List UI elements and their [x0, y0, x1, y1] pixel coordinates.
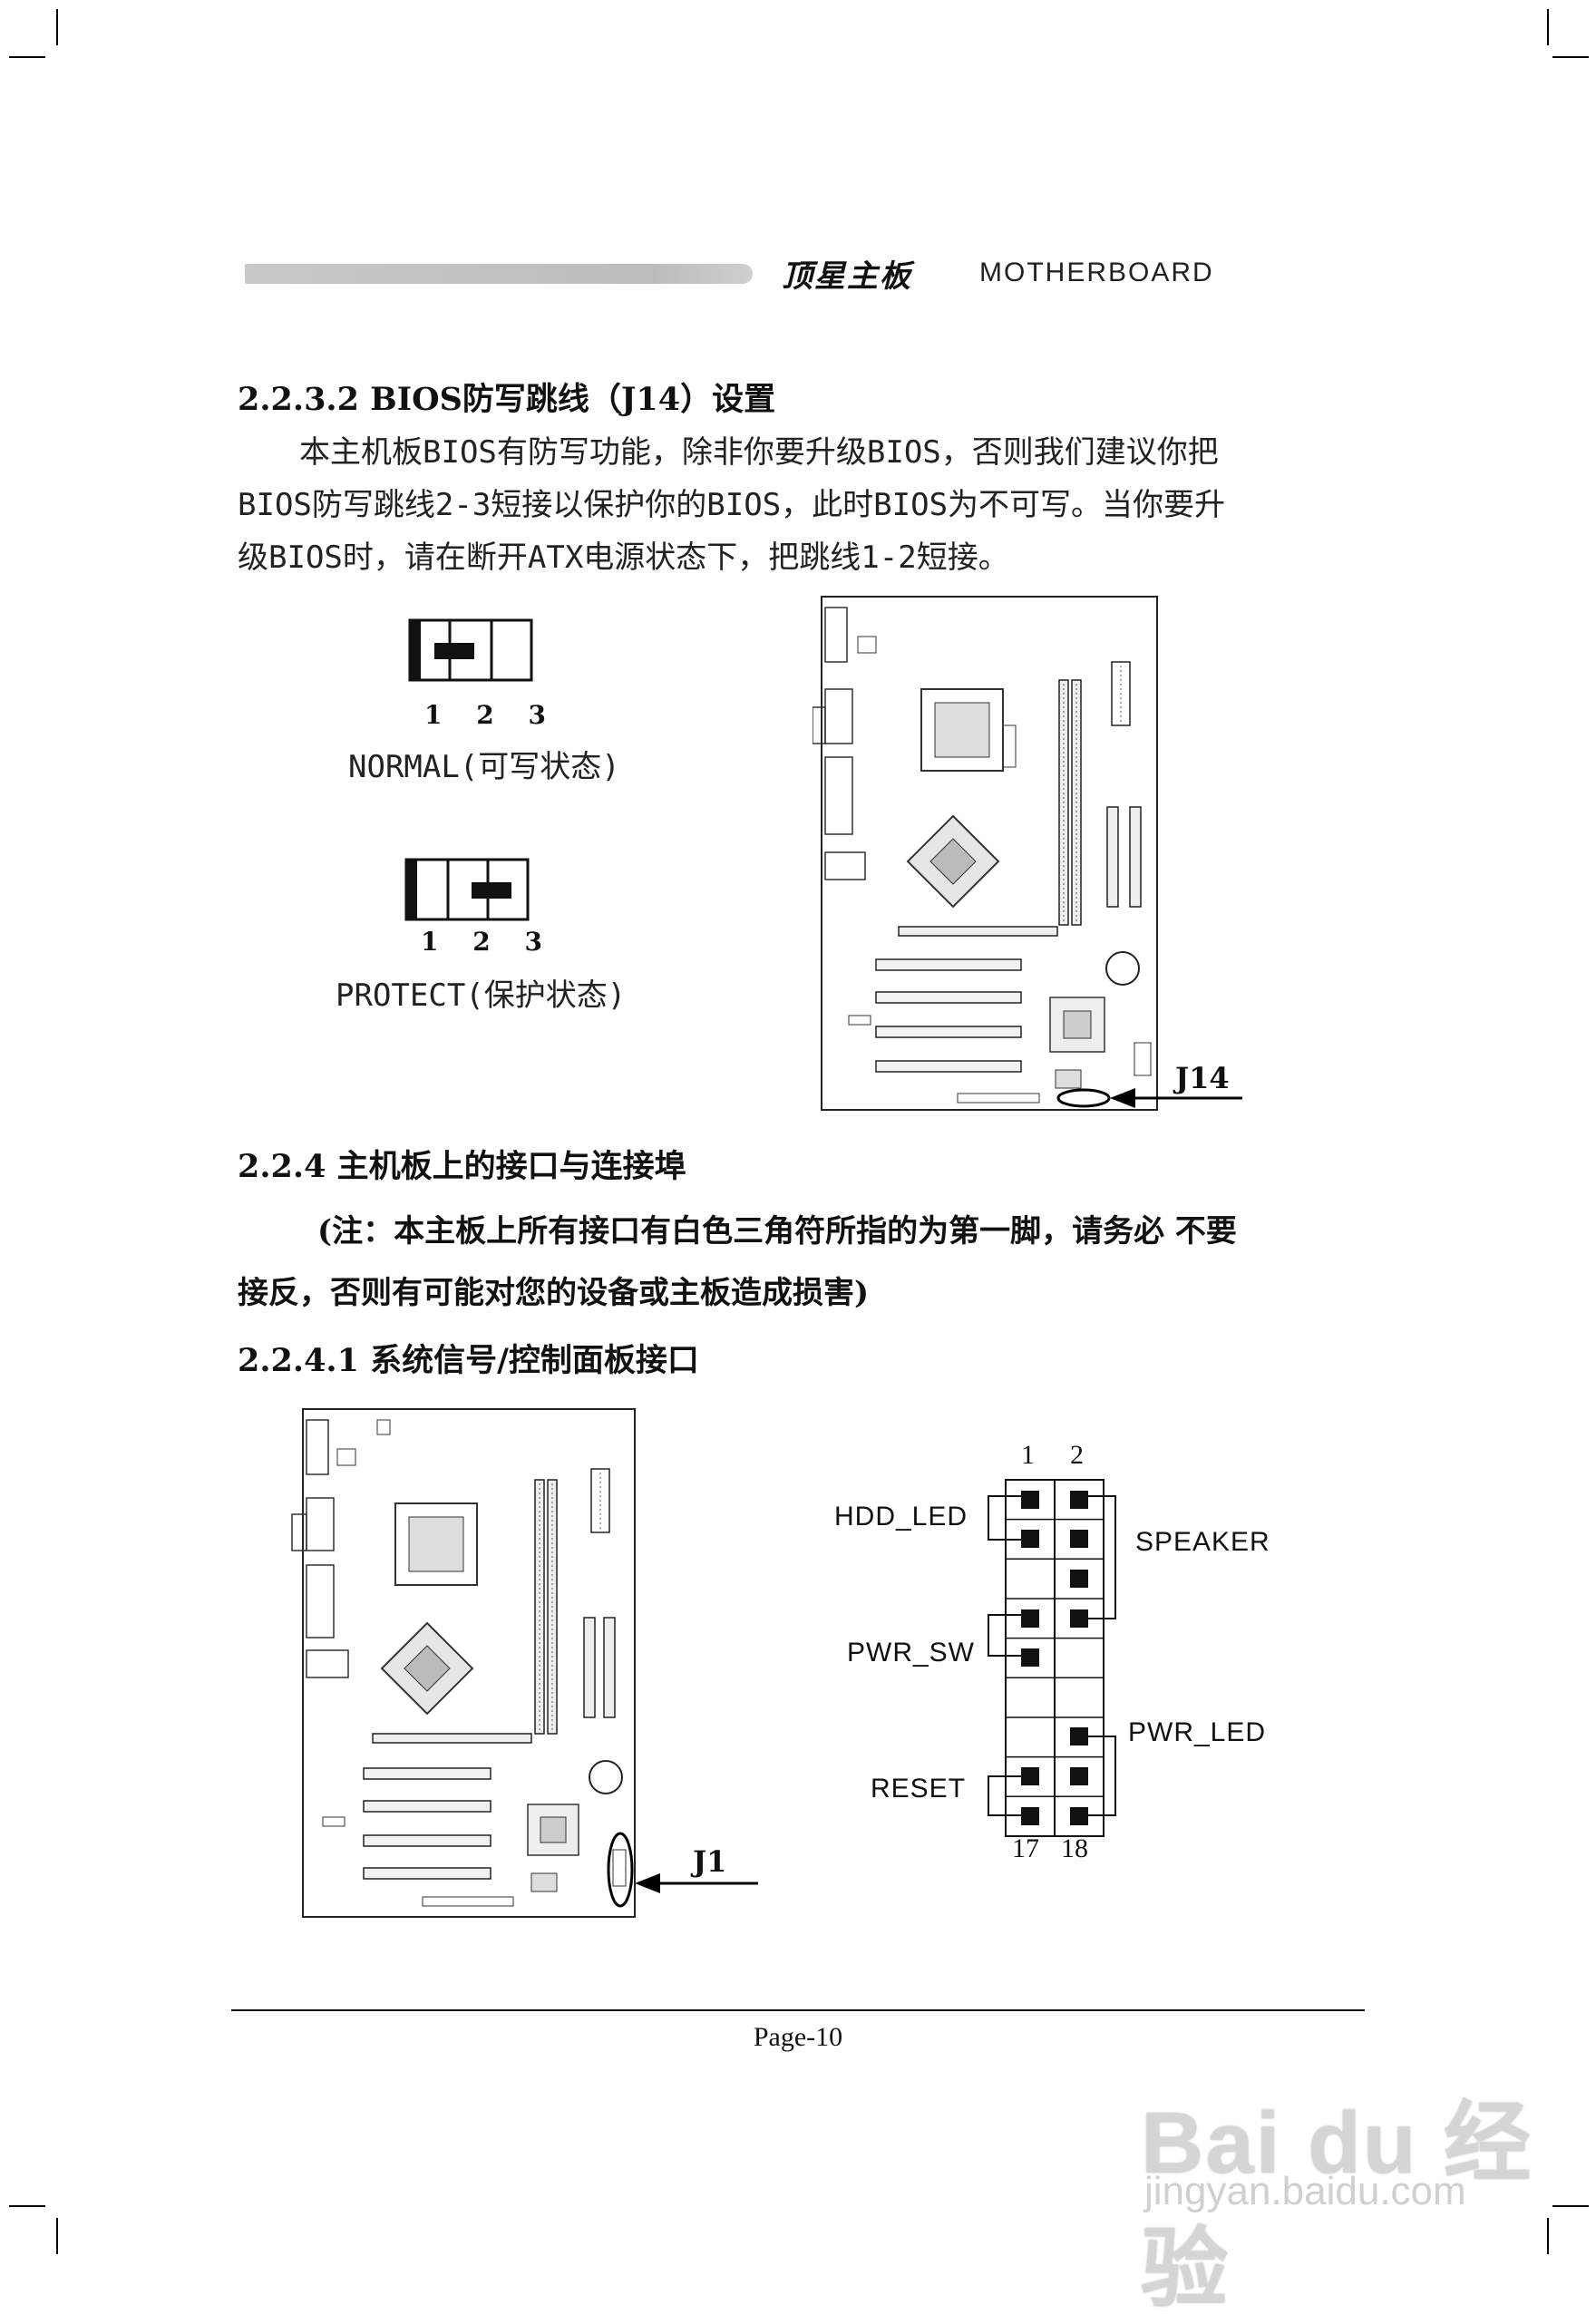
paragraph-line: 级BIOS时，请在断开ATX电源状态下，把跳线1-2短接。: [238, 540, 1009, 576]
crop-mark-bottom-right-h: [1552, 2205, 1589, 2207]
crop-mark-top-left-h: [9, 56, 45, 58]
crop-mark-bottom-right-v: [1547, 2218, 1549, 2254]
header-logo: 顶星主板: [782, 258, 912, 295]
label-pwr-sw: PWR_SW: [847, 1638, 975, 1668]
jumper-protect-pin-numbers: 1 2 3: [421, 927, 555, 957]
section-title-2241: 2.2.4.1 系统信号/控制面板接口: [238, 1342, 699, 1379]
header-bar: [245, 264, 753, 284]
jumper-protect-caption: PROTECT(保护状态): [336, 977, 627, 1014]
arrow-j1: [635, 1873, 758, 1893]
watermark-url: jingyan.baidu.com: [1144, 2169, 1466, 2213]
pin-number-2: 2: [1070, 1440, 1084, 1470]
jumper-normal-pin-numbers: 1 2 3: [424, 700, 559, 730]
motherboard-layout-j1: [291, 1408, 636, 1918]
crop-mark-top-left-v: [56, 9, 58, 45]
jumper-protect-diagram: [404, 858, 530, 921]
label-speaker: SPEAKER: [1135, 1527, 1270, 1557]
label-reset: RESET: [871, 1774, 967, 1804]
section-title-224: 2.2.4 主机板上的接口与连接埠: [238, 1148, 686, 1185]
arrow-j14: [1110, 1088, 1242, 1108]
page-number: Page-10: [753, 2022, 843, 2052]
header-title: MOTHERBOARD: [979, 258, 1214, 287]
label-pwr-led: PWR_LED: [1128, 1717, 1267, 1747]
pin-number-1: 1: [1021, 1440, 1035, 1470]
label-hdd-led: HDD_LED: [834, 1502, 968, 1532]
front-panel-connector-diagram: [988, 1479, 1116, 1837]
footer-rule: [231, 2009, 1365, 2011]
crop-mark-top-right-h: [1552, 56, 1589, 58]
motherboard-layout-j14: [813, 596, 1158, 1111]
paragraph-line: BIOS防写跳线2-3短接以保护你的BIOS，此时BIOS为不可写。当你要升: [238, 487, 1226, 523]
crop-mark-top-right-v: [1547, 9, 1549, 45]
pin-number-18: 18: [1061, 1833, 1088, 1863]
pin-number-17: 17: [1012, 1833, 1039, 1863]
section-title-2232: 2.2.3.2 BIOS防写跳线（J14）设置: [238, 381, 776, 418]
label-j14: J14: [1175, 1061, 1230, 1095]
crop-mark-bottom-left-h: [9, 2205, 45, 2207]
section-paragraph: 本主机板BIOS有防写功能，除非你要升级BIOS，否则我们建议你把 BIOS防写…: [238, 426, 1362, 584]
note-line-2: 接反，否则有可能对您的设备或主板造成损害): [238, 1275, 870, 1311]
crop-mark-bottom-left-v: [56, 2218, 58, 2254]
jumper-normal-caption: NORMAL(可写状态): [348, 749, 620, 785]
jumper-normal-diagram: [408, 618, 533, 682]
paragraph-line: 本主机板BIOS有防写功能，除非你要升级BIOS，否则我们建议你把: [238, 434, 1219, 471]
note-line-1: (注：本主板上所有接口有白色三角符所指的为第一脚，请务必 不要: [317, 1213, 1237, 1250]
label-j1: J1: [693, 1844, 727, 1879]
